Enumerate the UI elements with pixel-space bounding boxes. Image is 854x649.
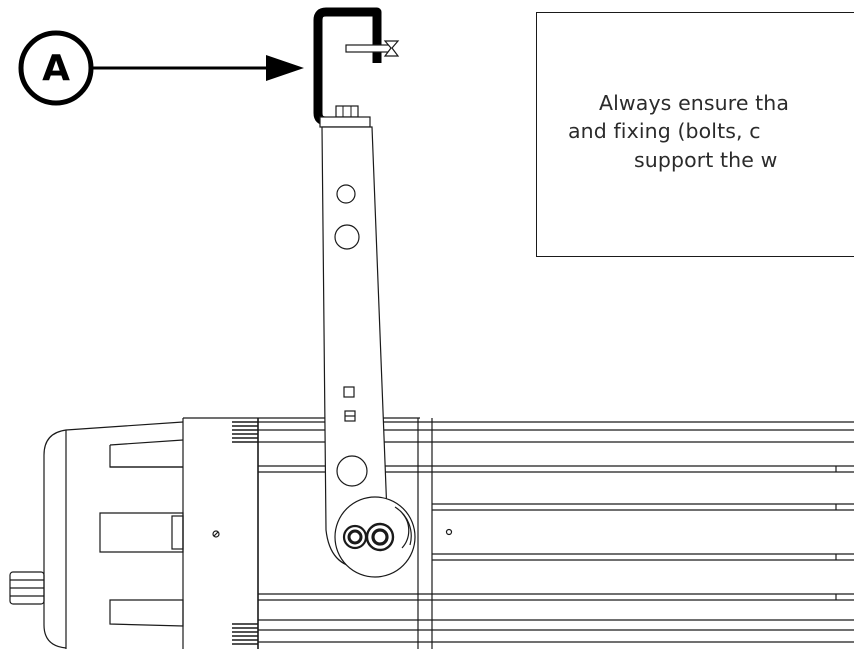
warning-note-box: Always ensure tha and fixing (bolts, c s… — [536, 12, 854, 257]
arm-pivot-hole — [336, 455, 368, 487]
wing-nut-icon — [383, 40, 400, 57]
tilt-lock — [334, 496, 416, 578]
arm-hole-2 — [334, 224, 360, 250]
thread-top — [232, 421, 258, 443]
arm-hole-1 — [336, 184, 356, 204]
note-line-1: Always ensure tha — [599, 91, 790, 115]
rear-cap — [43, 421, 184, 649]
clamp-plate — [319, 116, 371, 128]
clamp-screw-shaft — [345, 44, 393, 53]
note-line-2: and fixing (bolts, c — [568, 119, 761, 143]
thread-bottom — [232, 623, 258, 645]
note-line-3: support the w — [634, 148, 778, 172]
lock-knob-2-icon — [365, 522, 395, 552]
callout-a — [18, 30, 304, 106]
mounting-arm — [321, 126, 389, 569]
callout-label: A — [42, 47, 70, 89]
c-clamp — [313, 7, 400, 128]
fixture-body — [9, 417, 854, 649]
callout-arrow-head — [266, 55, 304, 81]
lock-knob-1-icon — [342, 524, 368, 550]
clamp-body — [313, 7, 382, 126]
clamp-bolt-head — [335, 105, 359, 118]
arm-marker-1 — [343, 386, 355, 398]
cable-gland-icon — [9, 571, 45, 605]
